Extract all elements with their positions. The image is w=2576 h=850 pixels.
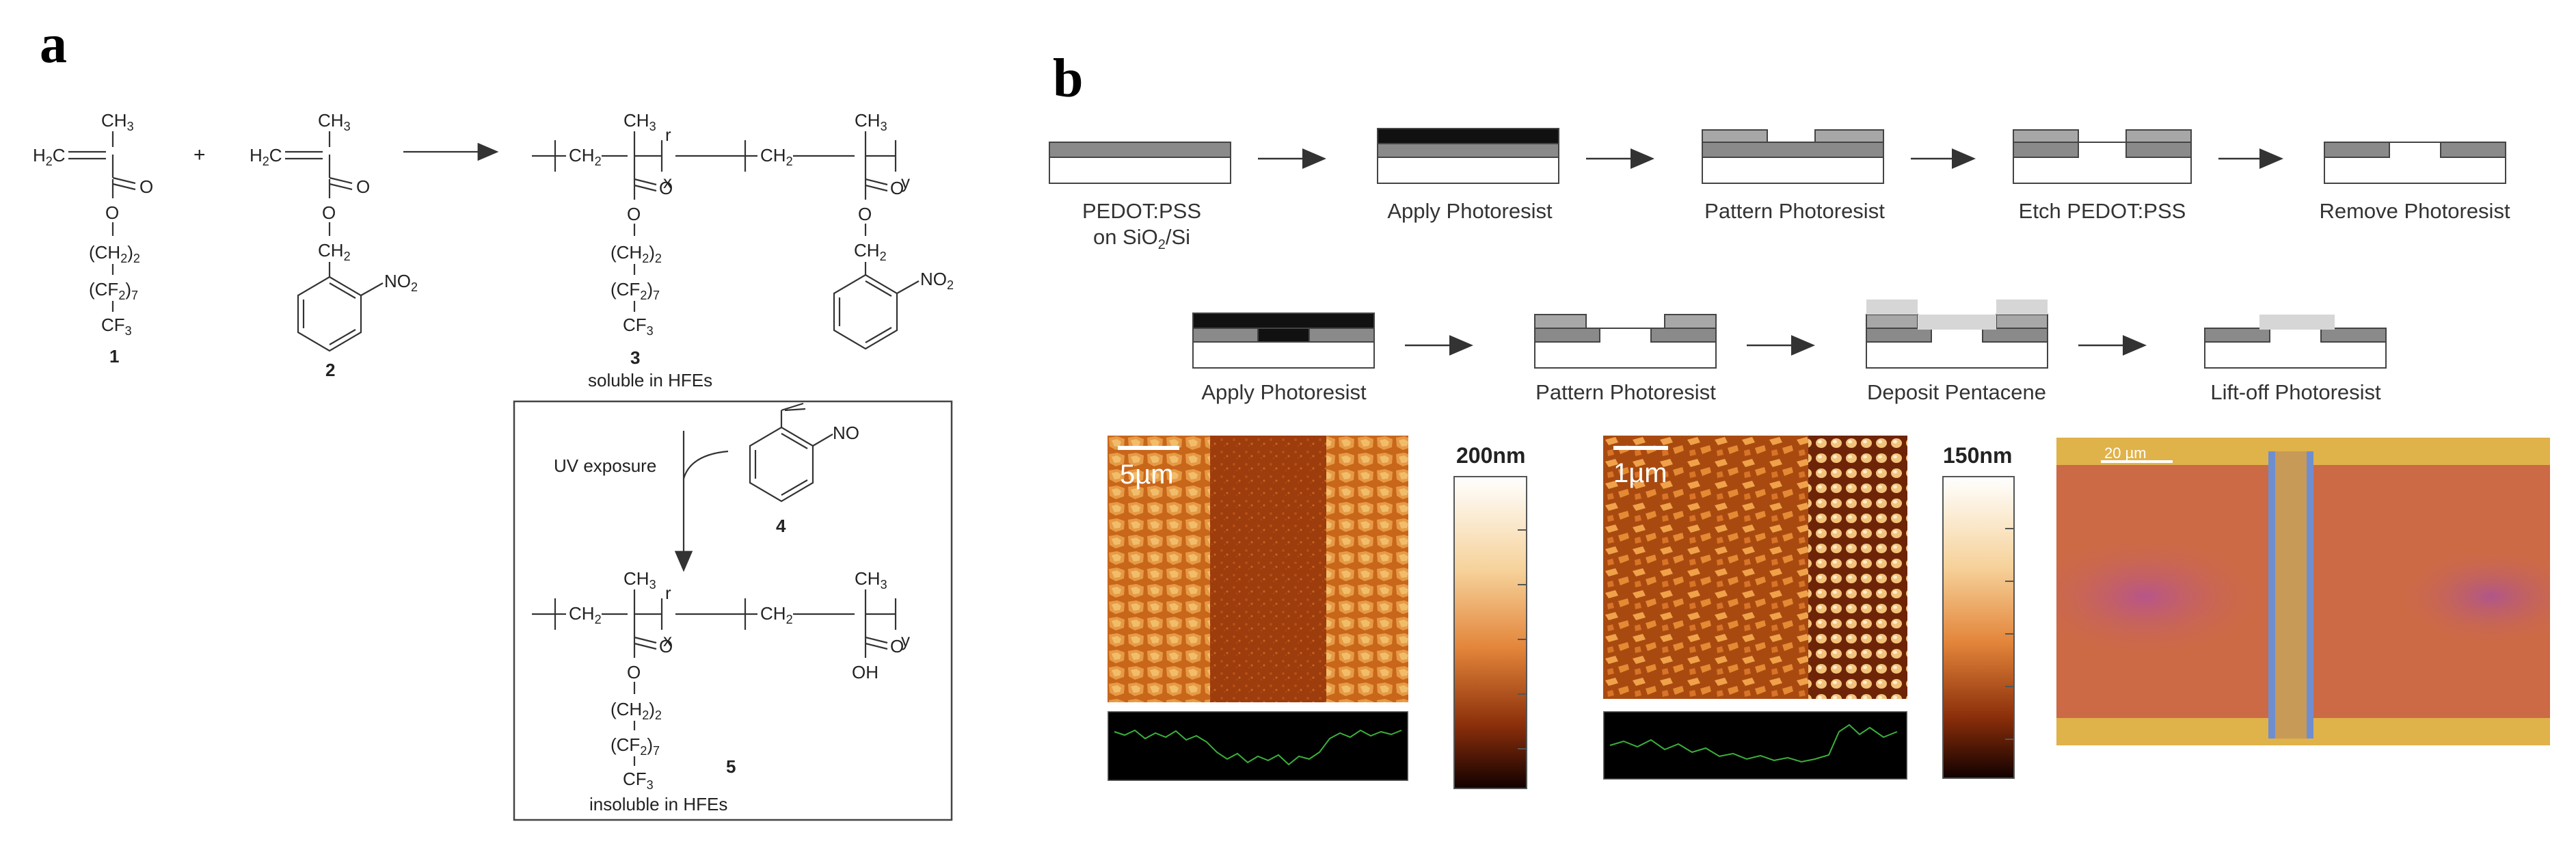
step-remove-photoresist-1	[2324, 142, 2506, 184]
svg-text:O: O	[627, 204, 641, 224]
colorbar2-max-label: 150nm	[1943, 443, 2013, 468]
svg-text:CH2: CH2	[760, 145, 793, 168]
svg-text:(CH2)2: (CH2)2	[611, 242, 662, 265]
svg-text:O: O	[659, 636, 673, 656]
caption-apply-photoresist-1: Apply Photoresist	[1387, 199, 1553, 223]
svg-text:O: O	[322, 202, 336, 223]
svg-text:CH3: CH3	[623, 568, 656, 592]
svg-text:(CF2)7: (CF2)7	[611, 734, 660, 758]
optical-scale-label: 20 µm	[2104, 444, 2147, 462]
panel-b-letter: b	[1053, 49, 1084, 109]
svg-text:CH2: CH2	[760, 603, 793, 626]
step-pattern-photoresist-1	[1702, 129, 1884, 184]
step-pedot-substrate	[1049, 142, 1231, 184]
process-schematics	[1049, 128, 2506, 369]
caption-etch-pedot: Etch PEDOT:PSS	[2018, 199, 2186, 223]
caption-liftoff-photoresist: Lift-off Photoresist	[2210, 380, 2381, 404]
colorbar-2	[1942, 476, 2015, 779]
svg-text:CF3: CF3	[623, 769, 654, 792]
monomer-1: CH3 H2C O O (CH2)2 (CF2)7 CF3 1	[33, 110, 153, 367]
svg-text:(CF2)7: (CF2)7	[89, 279, 138, 302]
svg-text:CH3: CH3	[101, 110, 134, 133]
label-3: 3	[630, 347, 640, 368]
polymer-5: CH2 CH3 r x O O (CH2)2 (CF2)7 CF3 5 inso…	[532, 568, 910, 814]
uv-step: UV exposure NO 4	[554, 402, 859, 572]
label-2: 2	[325, 360, 335, 380]
svg-text:CH3: CH3	[318, 110, 351, 133]
polymer-3: CH2 CH3 r x O O (CH2)2 (CF2)7 CF3 3 solu…	[532, 110, 954, 390]
step-etch-pedot	[2013, 129, 2192, 184]
svg-text:O: O	[890, 178, 904, 198]
afm1-scale-label: 5µm	[1120, 460, 1174, 490]
svg-text:OH: OH	[852, 662, 878, 682]
label-1: 1	[109, 346, 119, 367]
svg-text:H2C: H2C	[33, 145, 66, 168]
svg-text:O: O	[105, 202, 119, 223]
panel-a-chemistry: CH3 H2C O O (CH2)2 (CF2)7 CF3 1 + CH3 H2…	[33, 110, 954, 821]
afm-profile-1	[1108, 711, 1408, 781]
panel-a-letter: a	[40, 14, 67, 75]
svg-text:CH2: CH2	[569, 603, 602, 626]
svg-text:CH3: CH3	[855, 110, 887, 133]
svg-text:y: y	[901, 172, 910, 192]
svg-text:CH2: CH2	[318, 240, 351, 263]
step-apply-photoresist-2	[1192, 313, 1375, 369]
colorbar1-max-label: 200nm	[1456, 443, 1526, 468]
step-liftoff-photoresist	[2204, 315, 2387, 369]
colorbar-1	[1453, 476, 1527, 789]
svg-text:O: O	[627, 662, 641, 682]
svg-text:(CH2)2: (CH2)2	[89, 242, 140, 265]
label-5: 5	[726, 756, 736, 777]
svg-text:(CF2)7: (CF2)7	[611, 279, 660, 302]
label-4: 4	[776, 516, 786, 536]
svg-text:NO: NO	[833, 423, 859, 443]
svg-text:x: x	[663, 630, 672, 650]
step-pattern-photoresist-2	[1534, 314, 1717, 369]
svg-text:CF3: CF3	[623, 315, 654, 338]
afm-profile-2	[1603, 711, 1907, 780]
svg-text:O: O	[858, 204, 872, 224]
photoreaction-box	[513, 400, 953, 821]
uv-label: UV exposure	[554, 455, 656, 476]
caption-deposit-pentacene: Deposit Pentacene	[1867, 380, 2046, 404]
plus-sign: +	[193, 144, 206, 166]
svg-text:H2C: H2C	[250, 145, 282, 168]
svg-text:O: O	[890, 636, 904, 656]
step-deposit-pentacene	[1866, 300, 2048, 369]
svg-text:CH2: CH2	[854, 240, 887, 263]
afm-image-1: 5µm	[1108, 436, 1408, 702]
svg-text:O: O	[356, 176, 370, 197]
caption-insoluble: insoluble in HFEs	[589, 794, 727, 814]
svg-text:CH2: CH2	[569, 145, 602, 168]
svg-text:O: O	[659, 178, 673, 198]
afm2-scale-label: 1µm	[1613, 458, 1667, 488]
optical-micrograph: 20 µm	[2056, 438, 2550, 745]
svg-text:(CH2)2: (CH2)2	[611, 699, 662, 722]
caption-pattern-photoresist-2: Pattern Photoresist	[1535, 380, 1716, 404]
svg-text:r: r	[665, 124, 671, 145]
svg-text:y: y	[901, 630, 910, 650]
step-apply-photoresist-1	[1377, 128, 1559, 184]
svg-text:r: r	[665, 583, 671, 603]
svg-text:NO2: NO2	[384, 271, 418, 294]
caption-soluble: soluble in HFEs	[588, 370, 712, 390]
monomer-2: CH3 H2C O O CH2 NO2 2	[250, 110, 418, 380]
svg-text:O: O	[139, 176, 153, 197]
caption-apply-photoresist-2: Apply Photoresist	[1201, 380, 1367, 404]
svg-text:x: x	[663, 172, 672, 192]
svg-text:CH3: CH3	[855, 568, 887, 592]
svg-text:CF3: CF3	[101, 315, 132, 338]
svg-text:CH3: CH3	[623, 110, 656, 133]
caption-remove-photoresist-1: Remove Photoresist	[2319, 199, 2510, 223]
caption-pedot-substrate: PEDOT:PSS on SiO2/Si	[1082, 199, 1201, 253]
svg-text:NO2: NO2	[920, 269, 954, 292]
afm-image-2: 1µm	[1603, 436, 1907, 699]
caption-pattern-photoresist-1: Pattern Photoresist	[1704, 199, 1885, 223]
